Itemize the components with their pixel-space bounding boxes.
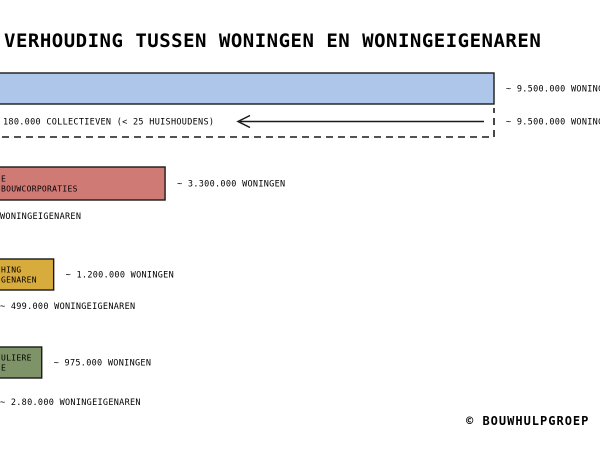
copyright-text: © BOUWHULPGROEP (466, 414, 589, 428)
owners-value-label: ~ 9.500.000 WONING (506, 118, 600, 128)
bar-corporaties (0, 166, 166, 201)
bar-verhuur (0, 258, 55, 291)
owner-label-verhuur: ~ 499.000 WONINGEIGENAREN (0, 302, 135, 312)
chart-title: VERHOUDING TUSSEN WONINGEN EN WONINGEIGE… (4, 30, 541, 52)
owner-label-particulier: ~ 2.80.000 WONINGEIGENAREN (0, 398, 141, 408)
bar-particulier (0, 346, 43, 379)
value-label-total: ~ 9.500.000 WONINGEN (506, 85, 600, 95)
owners-dashed-outline (0, 108, 495, 138)
value-label-corporaties: ~ 3.300.000 WONINGEN (177, 180, 285, 190)
owner-label-corporaties: WONINGEIGENAREN (0, 212, 81, 222)
bar-total (0, 72, 495, 105)
owners-label: 180.000 COLLECTIEVEN (< 25 HUISHOUDENS) (3, 118, 214, 128)
value-label-verhuur: ~ 1.200.000 WONINGEN (66, 271, 174, 281)
owners-bar: 180.000 COLLECTIEVEN (< 25 HUISHOUDENS) ~… (0, 108, 600, 138)
owners-arrowhead (236, 114, 251, 129)
value-label-particulier: ~ 975.000 WONINGEN (54, 359, 152, 369)
